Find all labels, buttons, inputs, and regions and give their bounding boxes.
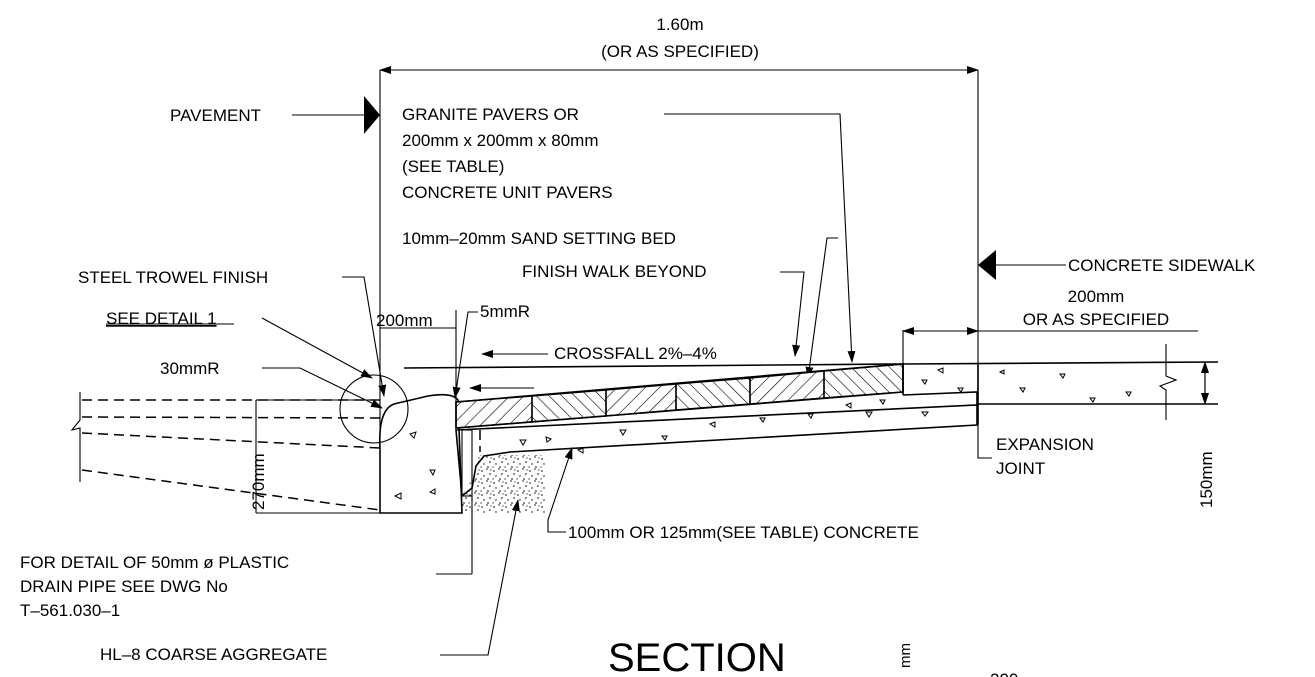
width-dimension-label: 1.60m: [656, 15, 703, 34]
pavers-note-line-3: (SEE TABLE): [402, 157, 504, 176]
concrete-base-label: 100mm OR 125mm(SEE TABLE) CONCRETE: [568, 523, 919, 542]
edge-width-note: OR AS SPECIFIED: [1023, 310, 1169, 329]
finish-walk-label: FINISH WALK BEYOND: [522, 262, 707, 281]
pavement-marker-icon: [364, 96, 380, 134]
curb-width-label: 200mm: [376, 311, 433, 330]
aggregate-label: HL–8 COARSE AGGREGATE: [100, 645, 327, 664]
width-dimension-note: (OR AS SPECIFIED): [601, 42, 759, 61]
sand-bed-label: 10mm–20mm SAND SETTING BED: [402, 229, 676, 248]
depth-150-label: 150mm: [1197, 451, 1216, 508]
pavers-note-line-4: CONCRETE UNIT PAVERS: [402, 183, 613, 202]
drain-note-line-2: DRAIN PIPE SEE DWG No: [20, 577, 228, 596]
steel-trowel-label: STEEL TROWEL FINISH: [78, 268, 268, 287]
expansion-joint-label-1: EXPANSION: [996, 435, 1094, 454]
radius-5-label: 5mmR: [480, 302, 530, 321]
cut-number-fragment: 200: [990, 670, 1018, 677]
pavement-label: PAVEMENT: [170, 106, 261, 125]
depth-270-label: 270mm: [249, 453, 268, 510]
pavers-note-line-1: GRANITE PAVERS OR: [402, 105, 579, 124]
sidewalk-marker-icon: [978, 250, 996, 280]
section-title: SECTION: [608, 636, 786, 677]
see-detail-link[interactable]: SEE DETAIL 1: [106, 309, 217, 328]
radius-30-label: 30mmR: [160, 359, 220, 378]
expansion-joint-label-2: JOINT: [996, 459, 1045, 478]
drain-note-line-1: FOR DETAIL OF 50mm ø PLASTIC: [20, 553, 289, 572]
detail-1-circle: [339, 374, 409, 444]
drain-note-line-3: T–561.030–1: [20, 601, 120, 620]
concrete-sidewalk-label: CONCRETE SIDEWALK: [1068, 256, 1256, 275]
crossfall-label: CROSSFALL 2%–4%: [554, 344, 717, 363]
edge-width-label: 200mm: [1068, 287, 1125, 306]
pavers-note-line-2: 200mm x 200mm x 80mm: [402, 131, 599, 150]
cut-unit-fragment: mm: [897, 643, 914, 668]
